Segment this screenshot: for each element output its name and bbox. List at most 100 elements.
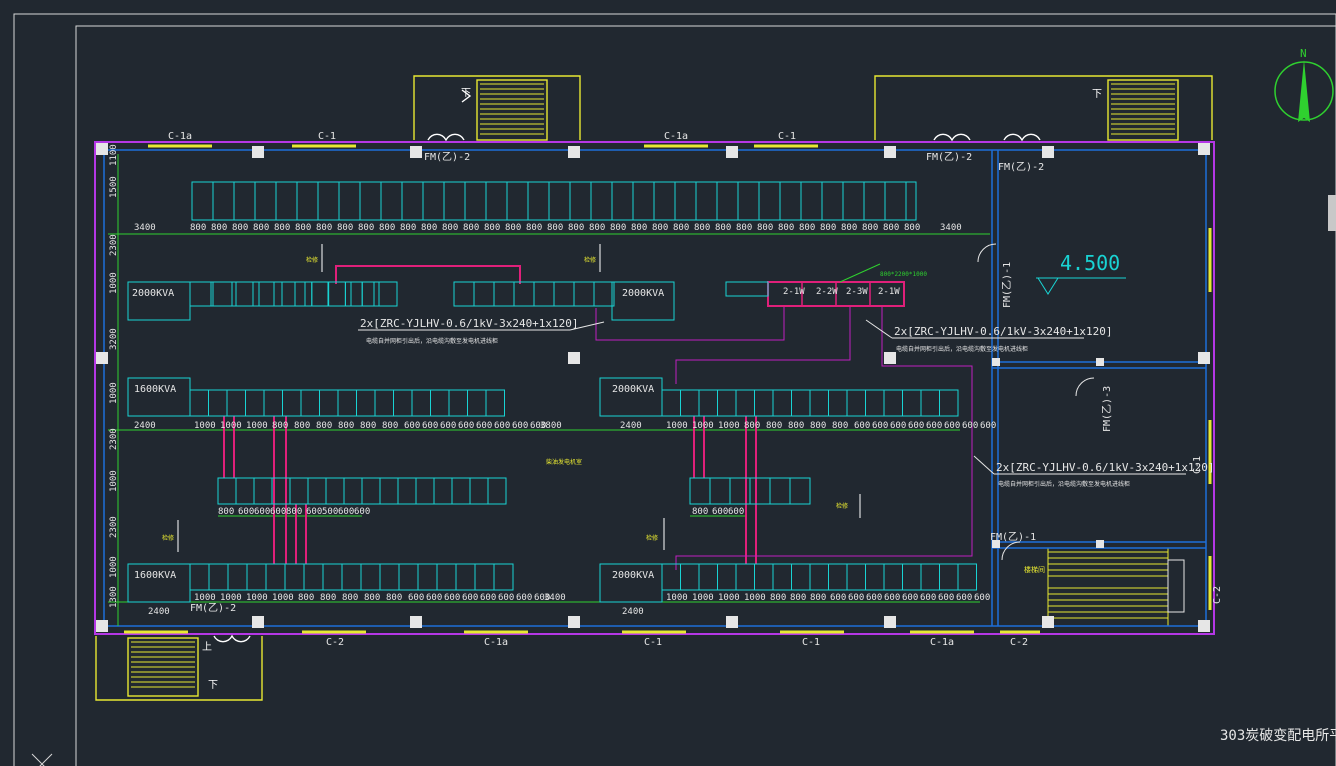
- cabinet-row5-right: [661, 563, 681, 591]
- dim-row5-left-4: 1000: [272, 593, 294, 603]
- dim-row5-left-15: 600: [498, 593, 514, 603]
- cabinet-row1: [359, 181, 382, 221]
- door-label-fm-top-left: FM(乙)-2: [424, 151, 470, 163]
- window-label-top-4: C-1: [778, 131, 796, 142]
- cabinet-row3-right: [828, 389, 848, 417]
- cabinet-row4-left: [307, 477, 327, 505]
- dim-row3-right-10: 600: [872, 421, 888, 431]
- dim-row1-30: 800: [820, 223, 836, 233]
- dim-row5-right-3: 1000: [718, 593, 740, 603]
- dim-row1-9: 800: [379, 223, 395, 233]
- cabinet-row4-left: [325, 477, 345, 505]
- window-label-right-1: C-1: [1192, 456, 1203, 474]
- cabinet-row4-right: [709, 477, 731, 505]
- cabinet-row2-left: [304, 281, 329, 307]
- cabinet-row3-left: [337, 389, 357, 417]
- stair-top-right: [874, 75, 1213, 142]
- dim-row5-right-9: 600: [848, 593, 864, 603]
- cabinet-row3-right: [735, 389, 755, 417]
- cabinet-row3-left: [374, 389, 394, 417]
- cabinet-row1: [296, 181, 319, 221]
- window-label-bottom-5: C-1a: [930, 637, 954, 648]
- cabinet-row3-left: [467, 389, 487, 417]
- cabinet-row1: [275, 181, 298, 221]
- cabinet-row5-left: [189, 563, 210, 591]
- inner-wall: [103, 149, 1207, 627]
- switchgear-cabinets: [189, 181, 977, 591]
- cabinet-row2-left: [311, 281, 330, 307]
- stair-down-label-2: 下: [1092, 89, 1102, 100]
- dim-row3-right-11: 600: [890, 421, 906, 431]
- cabinet-row2-left: [189, 281, 212, 307]
- cabinet-row5-left: [436, 563, 457, 591]
- cabinet-row3-left: [356, 389, 376, 417]
- cabinet-row3-left: [393, 389, 413, 417]
- transformer-6: 2000KVA: [612, 570, 654, 581]
- cabinet-row2-left: [281, 281, 306, 307]
- dim-row1-2: 800: [232, 223, 248, 233]
- dim-row1-11: 800: [421, 223, 437, 233]
- dim-left-5: 1000: [109, 382, 119, 404]
- cabinet-row4-left: [343, 477, 363, 505]
- drawing-title: 303炭破变配电所平面: [1220, 728, 1336, 744]
- cabinet-row4-left: [397, 477, 417, 505]
- scrollbar-thumb[interactable]: [1328, 195, 1336, 231]
- dim-row5-left-12: 600: [444, 593, 460, 603]
- dim-left-7: 1000: [109, 470, 119, 492]
- cabinet-row5-left: [455, 563, 476, 591]
- dim-row4-right-0: 800: [692, 507, 708, 517]
- sheet-outer-frame: [13, 13, 1336, 766]
- dim-row1-3: 800: [253, 223, 269, 233]
- dim-row4-right-1: 600: [712, 507, 728, 517]
- cabinet-row1: [653, 181, 676, 221]
- door-label-fm-bottom-left: FM(乙)-2: [190, 602, 236, 614]
- cabinet-row3-right: [920, 389, 940, 417]
- dim-left-9: 1000: [109, 556, 119, 578]
- cabinet-dim-leader: [839, 263, 881, 283]
- door-label-fm-right-3: FM(乙)-3: [1101, 386, 1113, 432]
- cabinet-row5-right: [846, 563, 866, 591]
- cabinet-row5-right: [902, 563, 922, 591]
- parallel-cabinet-1: 2-1W: [783, 287, 805, 297]
- dim-row3-left-0: 2400: [134, 421, 156, 431]
- dim-row5-left-2: 1000: [220, 593, 242, 603]
- dim-row1-34: 800: [904, 223, 920, 233]
- cable-note-3: 电缆自并网柜引出后，沿电缆沟敷至发电机进线柜: [998, 480, 1130, 488]
- cabinet-row1: [695, 181, 718, 221]
- dim-row5-right-16: 600: [974, 593, 990, 603]
- cabinet-row1: [485, 181, 508, 221]
- cabinet-row1: [737, 181, 760, 221]
- cabinet-row5-right: [957, 563, 977, 591]
- cabinet-row1: [842, 181, 865, 221]
- maintenance-label-4: 检修: [646, 534, 658, 542]
- cabinet-row1: [254, 181, 277, 221]
- cabinet-row5-left: [227, 563, 248, 591]
- dim-row5-left-14: 600: [480, 593, 496, 603]
- window-label-top-1: C-1a: [168, 131, 192, 142]
- cable-trenches: [223, 265, 757, 564]
- stair-note: 楼梯间: [1024, 565, 1045, 574]
- cabinet-row3-right: [772, 389, 792, 417]
- cabinet-row5-left: [208, 563, 229, 591]
- dim-row3-left-1: 1000: [194, 421, 216, 431]
- dim-row4-left-1: 600: [238, 507, 254, 517]
- dim-row1-16: 800: [526, 223, 542, 233]
- dim-row5-mid: 3400: [544, 593, 566, 603]
- sheet-corner-mark: [39, 753, 53, 766]
- cabinet-row2-left: [294, 281, 313, 307]
- cabinet-row3-left: [226, 389, 246, 417]
- dimension-lines: [108, 154, 990, 626]
- cabinet-row1: [548, 181, 571, 221]
- dim-row4-left-0: 800: [218, 507, 234, 517]
- cabinet-row4-left: [235, 477, 255, 505]
- cabinet-row3-right: [680, 389, 700, 417]
- cabinet-row4-right: [749, 477, 771, 505]
- cabinet-row1: [464, 181, 487, 221]
- dim-row1-28: 800: [778, 223, 794, 233]
- dim-row3-left-14: 600: [476, 421, 492, 431]
- stair-down-label: 下: [461, 88, 471, 99]
- dim-row5-left-1: 1000: [194, 593, 216, 603]
- cabinet-row3-right: [939, 389, 959, 417]
- dim-row3-right-15: 600: [962, 421, 978, 431]
